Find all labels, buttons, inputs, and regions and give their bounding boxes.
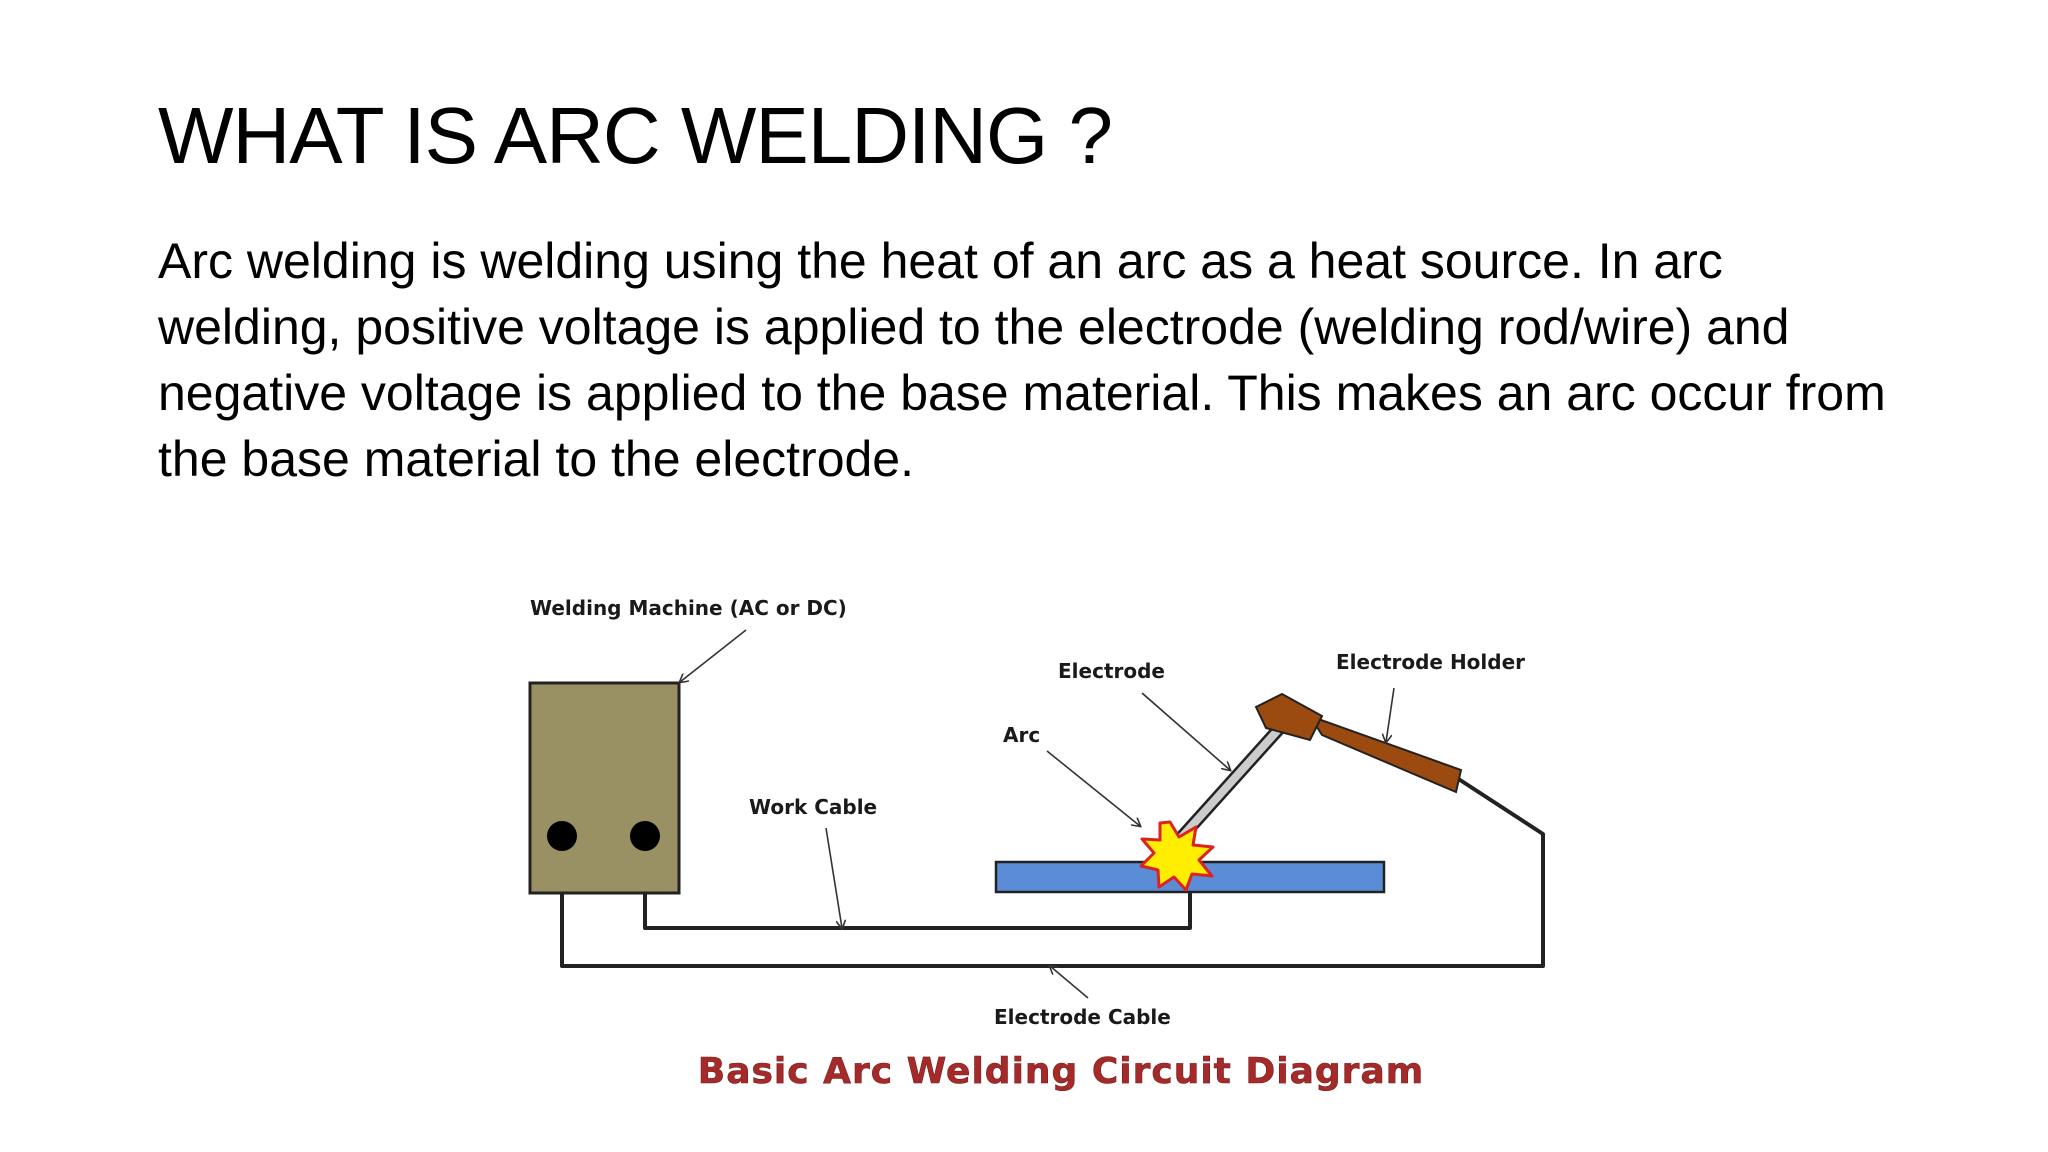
machine-terminal-right [630, 821, 660, 851]
label-electrode-holder: Electrode Holder [1336, 650, 1525, 674]
arrow-work-cable [825, 827, 842, 928]
slide-title: WHAT IS ARC WELDING ? [158, 91, 1113, 180]
welding-machine-box [528, 681, 681, 895]
arrow-electrode-cable [1050, 966, 1089, 999]
label-arc: Arc [1003, 723, 1040, 747]
leader-arrows [680, 629, 1395, 999]
arrow-welding-machine [680, 629, 747, 682]
machine-terminal-left [547, 821, 577, 851]
electrode-cable [560, 776, 1545, 968]
label-work-cable: Work Cable [749, 795, 877, 819]
arrow-electrode [1141, 692, 1230, 770]
diagram-caption: Basic Arc Welding Circuit Diagram [698, 1051, 1425, 1092]
arrow-arc [1046, 750, 1140, 826]
label-electrode: Electrode [1058, 659, 1165, 683]
label-electrode-cable: Electrode Cable [994, 1005, 1171, 1029]
electrode-rod [1165, 715, 1292, 855]
label-welding-machine: Welding Machine (AC or DC) [530, 596, 847, 620]
electrode-holder [1254, 692, 1463, 794]
slide-body-text: Arc welding is welding using the heat of… [158, 233, 1886, 487]
arc-burst [1139, 820, 1215, 892]
arrow-electrode-holder [1386, 687, 1395, 742]
